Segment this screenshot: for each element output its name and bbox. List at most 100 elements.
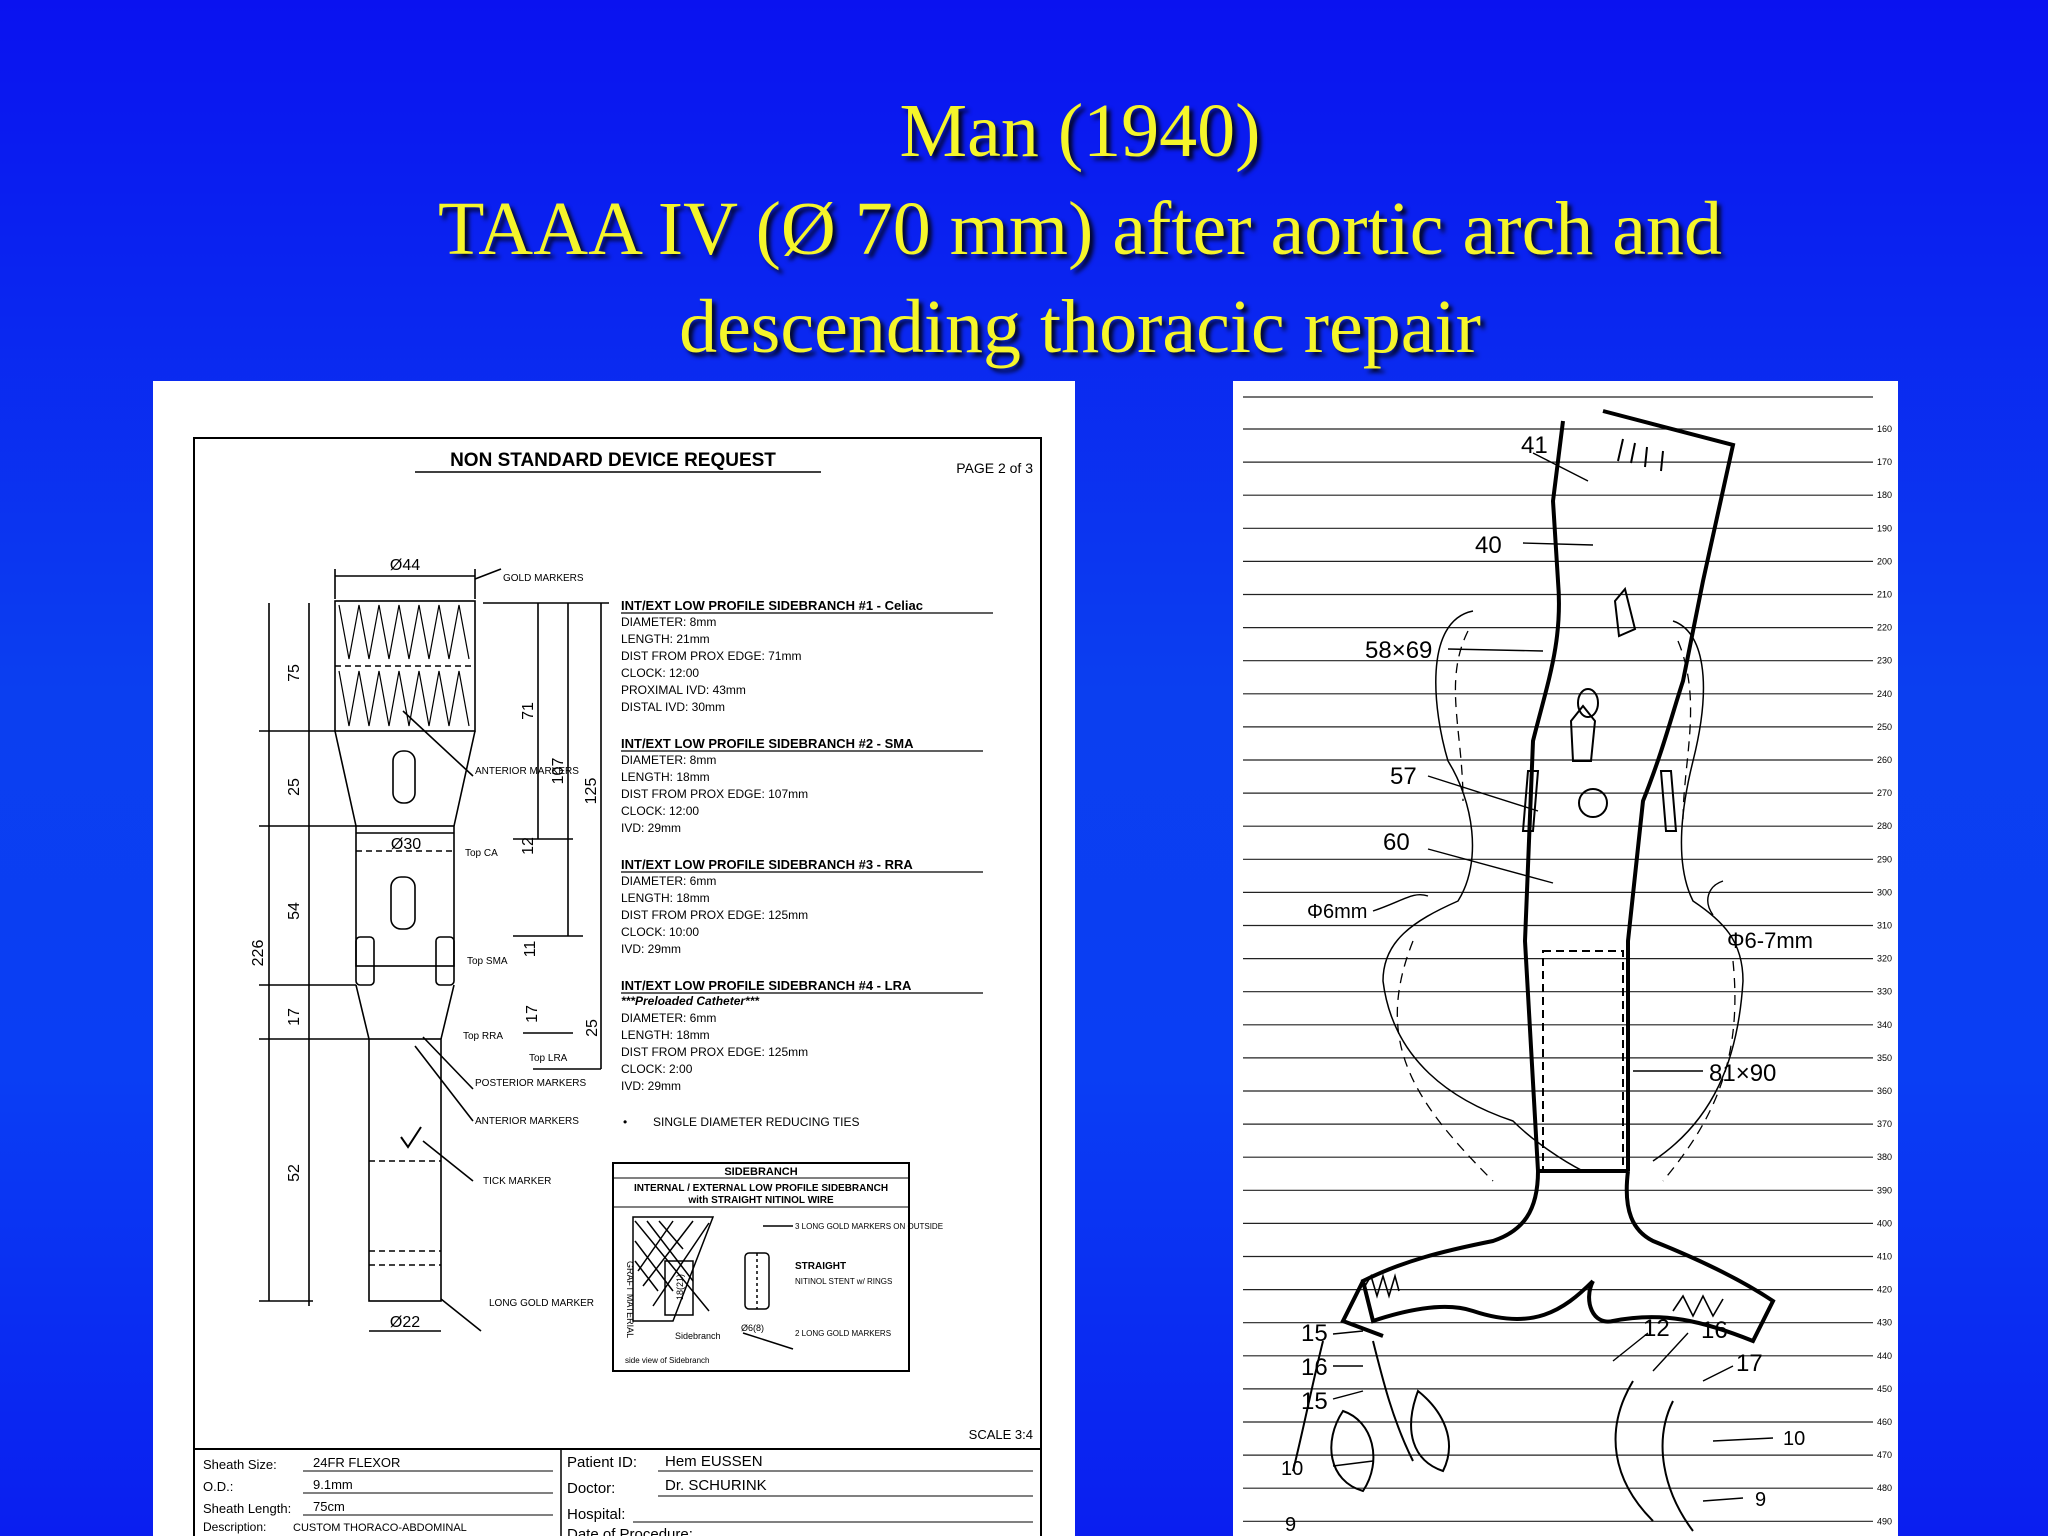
straight-label: STRAIGHT — [795, 1261, 846, 1272]
sketch-label-15b: 15 — [1301, 1388, 1328, 1415]
sketch-label-81x90: 81×90 — [1709, 1060, 1776, 1087]
branch-1-title: INT/EXT LOW PROFILE SIDEBRANCH #1 - Celi… — [621, 598, 923, 613]
form-drawing: NON STANDARD DEVICE REQUEST PAGE 2 of 3 — [193, 437, 1042, 1536]
sidebranch-length-label: 18(21) — [675, 1274, 685, 1300]
sketch-label-9a: 9 — [1755, 1489, 1766, 1511]
nitinol-label: NITINOL STENT w/ RINGS — [795, 1277, 892, 1286]
dim-25: 25 — [286, 778, 303, 796]
ruler-tick-label: 160 — [1877, 424, 1892, 434]
procedure-date-label: Date of Procedure: — [567, 1526, 693, 1536]
sketch-leaders — [1332, 452, 1774, 1502]
od-label: O.D.: — [203, 1479, 233, 1494]
dim-52: 52 — [286, 1164, 303, 1182]
ruler-tick-label: 390 — [1877, 1185, 1892, 1195]
sheath-length-value: 75cm — [313, 1499, 345, 1514]
hospital-label: Hospital: — [567, 1506, 625, 1523]
label-posterior-markers: POSTERIOR MARKERS — [475, 1078, 586, 1089]
title-line-2: TAAA IV (Ø 70 mm) after aortic arch and — [437, 187, 1723, 271]
branch-2-line: IVD: 29mm — [621, 821, 681, 835]
scale-label: SCALE 3:4 — [969, 1427, 1033, 1442]
ruler-tick-label: 470 — [1877, 1450, 1892, 1460]
sidebranch-detail-box: SIDEBRANCH INTERNAL / EXTERNAL LOW PROFI… — [612, 1162, 943, 1372]
sheath-size-label: Sheath Size: — [203, 1457, 277, 1472]
ruler-tick-label: 370 — [1877, 1119, 1892, 1129]
sidebranch-caption: side view of Sidebranch — [625, 1356, 710, 1365]
ruler-tick-label: 480 — [1877, 1483, 1892, 1493]
graft-details — [1292, 438, 1724, 1532]
branch-4-line: IVD: 29mm — [621, 1079, 681, 1093]
ruler-tick-label: 270 — [1877, 788, 1892, 798]
ruler-tick-label: 170 — [1877, 457, 1892, 467]
branch-1-line: PROXIMAL IVD: 43mm — [621, 683, 746, 697]
sketch-label-57: 57 — [1390, 763, 1417, 790]
ruler-tick-label: 230 — [1877, 656, 1892, 666]
ruler-tick-label: 290 — [1877, 854, 1892, 864]
branch-1-line: DIAMETER: 8mm — [621, 615, 716, 629]
ruler-tick-label: 200 — [1877, 556, 1892, 566]
ruler-tick-label: 430 — [1877, 1318, 1892, 1328]
branch-4-line: ***Preloaded Catheter*** — [621, 994, 760, 1008]
sketch-label-12: 12 — [1643, 1315, 1670, 1342]
branch-2-title: INT/EXT LOW PROFILE SIDEBRANCH #2 - SMA — [621, 736, 914, 751]
ruler-tick-label: 300 — [1877, 887, 1892, 897]
dim-12: 12 — [520, 837, 537, 855]
form-footer: Sheath Size: 24FR FLEXOR O.D.: 9.1mm She… — [194, 1448, 1041, 1536]
title-line-3: descending thoracic repair — [679, 285, 1481, 369]
sketch-label-10a: 10 — [1783, 1428, 1805, 1450]
ruler-tick-label: 440 — [1877, 1351, 1892, 1361]
sketch-label-17: 17 — [1736, 1350, 1763, 1377]
sidebranch-box-subtitle-2: with STRAIGHT NITINOL WIRE — [687, 1195, 834, 1206]
slide-title: Man (1940) TAAA IV (Ø 70 mm) after aorti… — [260, 82, 1900, 376]
branch-3-title: INT/EXT LOW PROFILE SIDEBRANCH #3 - RRA — [621, 857, 913, 872]
branch-4-line: DIAMETER: 6mm — [621, 1011, 716, 1025]
form-heading: NON STANDARD DEVICE REQUEST — [450, 450, 776, 471]
label-anterior-markers-2: ANTERIOR MARKERS — [475, 1116, 579, 1127]
patient-id-value: Hem EUSSEN — [665, 1453, 763, 1470]
branch-2-line: DIST FROM PROX EDGE: 107mm — [621, 787, 808, 801]
label-anterior-markers: ANTERIOR MARKERS — [475, 766, 579, 777]
sketch-label-16a: 16 — [1301, 1354, 1328, 1381]
device-request-form: NON STANDARD DEVICE REQUEST PAGE 2 of 3 — [153, 381, 1075, 1536]
branch-4-line: CLOCK: 2:00 — [621, 1062, 693, 1076]
ruler-tick-label: 350 — [1877, 1053, 1892, 1063]
branch-3-line: CLOCK: 10:00 — [621, 925, 699, 939]
branch-2-line: CLOCK: 12:00 — [621, 804, 699, 818]
branch-1-line: DIST FROM PROX EDGE: 71mm — [621, 649, 801, 663]
sketch-label-60: 60 — [1383, 829, 1410, 856]
sketch-label-9b: 9 — [1285, 1514, 1296, 1536]
doctor-value: Dr. SCHURINK — [665, 1477, 767, 1494]
ruler-tick-label: 360 — [1877, 1086, 1892, 1096]
bullet-mark: • — [623, 1115, 627, 1129]
label-gold-markers: GOLD MARKERS — [503, 573, 584, 584]
ruler-tick-label: 310 — [1877, 921, 1892, 931]
branch-2-line: LENGTH: 18mm — [621, 770, 710, 784]
ruler-tick-label: 490 — [1877, 1516, 1892, 1526]
sidebranch-diameter-label: Ø6(8) — [741, 1323, 764, 1333]
dim-17: 17 — [286, 1008, 303, 1026]
branch-2-line: DIAMETER: 8mm — [621, 753, 716, 767]
ruler-tick-label: 450 — [1877, 1384, 1892, 1394]
sketch-label-16b: 16 — [1701, 1317, 1728, 1344]
label-tick-marker: TICK MARKER — [483, 1176, 551, 1187]
description-label: Description: — [203, 1520, 266, 1534]
branch-4-line: LENGTH: 18mm — [621, 1028, 710, 1042]
title-line-1: Man (1940) — [899, 89, 1261, 173]
ruler-tick-label: 330 — [1877, 987, 1892, 997]
branch-specs: INT/EXT LOW PROFILE SIDEBRANCH #1 - Celi… — [621, 598, 923, 1129]
label-top-lra: Top LRA — [529, 1053, 568, 1064]
dim-107: 107 — [550, 758, 567, 785]
ruler-tick-label: 320 — [1877, 954, 1892, 964]
description-value: CUSTOM THORACO-ABDOMINAL — [293, 1522, 467, 1534]
dashed-outlines — [1396, 630, 1736, 1182]
sketch-label-58x69: 58×69 — [1365, 637, 1432, 664]
bullet-text: SINGLE DIAMETER REDUCING TIES — [653, 1115, 859, 1129]
branch-3-line: LENGTH: 18mm — [621, 891, 710, 905]
graft-material-label: GRAFT MATERIAL — [625, 1261, 635, 1338]
graft-body — [1340, 409, 1776, 1344]
dim-25b: 25 — [584, 1019, 601, 1037]
three-gold-markers-label: 3 LONG GOLD MARKERS ON OUTSIDE — [795, 1222, 943, 1231]
ruler-tick-label: 190 — [1877, 523, 1892, 533]
dim-top-diameter: Ø44 — [390, 557, 420, 574]
page-number: PAGE 2 of 3 — [956, 460, 1033, 476]
